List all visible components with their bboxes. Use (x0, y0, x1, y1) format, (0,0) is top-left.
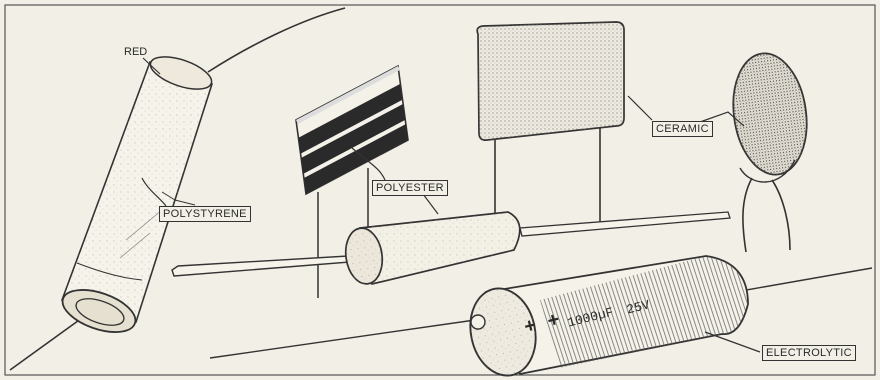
leader-ceramic-plate (628, 96, 652, 120)
leader-electrolytic (705, 332, 760, 352)
ceramic-plate-capacitor (477, 22, 624, 232)
polyester-tube-lead-right (520, 212, 730, 236)
polystyrene-capacitor (10, 8, 345, 370)
ceramic-disc-capacitor (726, 49, 814, 252)
polyester-label: POLYESTER (372, 180, 448, 196)
polystyrene-label: POLYSTYRENE (159, 206, 251, 222)
electrolytic-label: ELECTROLYTIC (762, 345, 856, 361)
polystyrene-lead-top (208, 8, 345, 72)
red-label: RED (124, 46, 147, 59)
electrolytic-lead-left (210, 320, 475, 358)
ceramic-disc-lead-2 (772, 180, 790, 250)
ceramic-disc-lead-1 (743, 178, 752, 252)
polystyrene-lead-bottom (10, 318, 82, 370)
ceramic-label: CERAMIC (652, 121, 713, 137)
polyester-tube-lead-left (172, 256, 350, 276)
electrolytic-lead-right (735, 268, 872, 292)
